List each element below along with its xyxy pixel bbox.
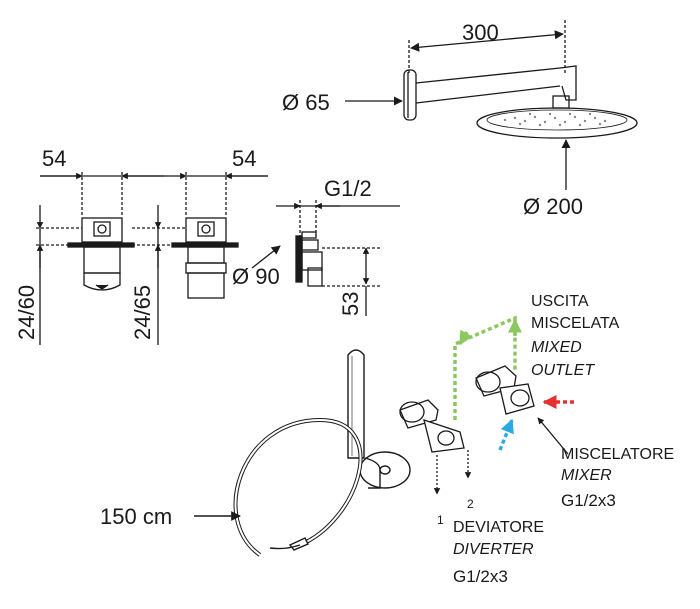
diverter-spec: G1/2x3 [453, 567, 508, 586]
wall-connector [359, 451, 411, 489]
hose-length-label: 150 cm [100, 504, 172, 529]
mixed-outlet-label-4: OUTLET [531, 362, 595, 379]
outlet-rosette [295, 235, 303, 283]
mixer-group [475, 365, 569, 455]
arm-diameter-label: Ø 65 [282, 90, 330, 115]
left-valve-group [36, 172, 164, 345]
mixer-spec: G1/2x3 [561, 491, 616, 510]
middle-valve-group [132, 172, 268, 345]
mixed-outlet-label-3: MIXED [531, 339, 582, 356]
cold-inlet-arrow [498, 418, 514, 451]
wall-flange [403, 69, 417, 121]
mixed-outlet-arrow [453, 315, 517, 420]
hand-shower-group [194, 349, 411, 557]
plate-diameter-label: Ø 90 [232, 264, 280, 289]
middle-width-label: 54 [232, 146, 256, 171]
left-width-label: 54 [42, 146, 66, 171]
diverter-port-2: 2 [467, 497, 474, 511]
hose [233, 417, 363, 557]
diverter-group [399, 399, 472, 495]
left-depth-label: 24/60 [14, 285, 39, 340]
arm-length-label: 300 [462, 20, 499, 45]
left-valve-body [81, 217, 123, 243]
diverter-label-it: DEVIATORE [453, 519, 544, 536]
shower-arm [415, 67, 561, 104]
thread-label: G1/2 [324, 176, 372, 201]
shower-head-group [345, 20, 638, 190]
shower-nozzles [503, 112, 607, 127]
head-diameter-label: Ø 200 [523, 194, 583, 219]
mixer-label-it: MISCELATORE [561, 446, 674, 463]
flow-arrows [453, 315, 574, 451]
middle-valve-body [185, 217, 227, 243]
shower-head [476, 107, 638, 139]
outlet-group [251, 200, 400, 316]
middle-depth-label: 24/65 [130, 285, 155, 340]
mixed-outlet-label-2: MISCELATA [531, 315, 620, 332]
arm-length-dimension-line [410, 30, 564, 52]
mixed-outlet-label-1: USCITA [531, 293, 589, 310]
hand-shower-wand [347, 349, 365, 459]
mixer-label-en: MIXER [561, 467, 612, 484]
outlet-height-label: 53 [338, 292, 363, 316]
diverter-port-1: 1 [437, 513, 444, 527]
diverter-label-en: DIVERTER [453, 541, 534, 558]
